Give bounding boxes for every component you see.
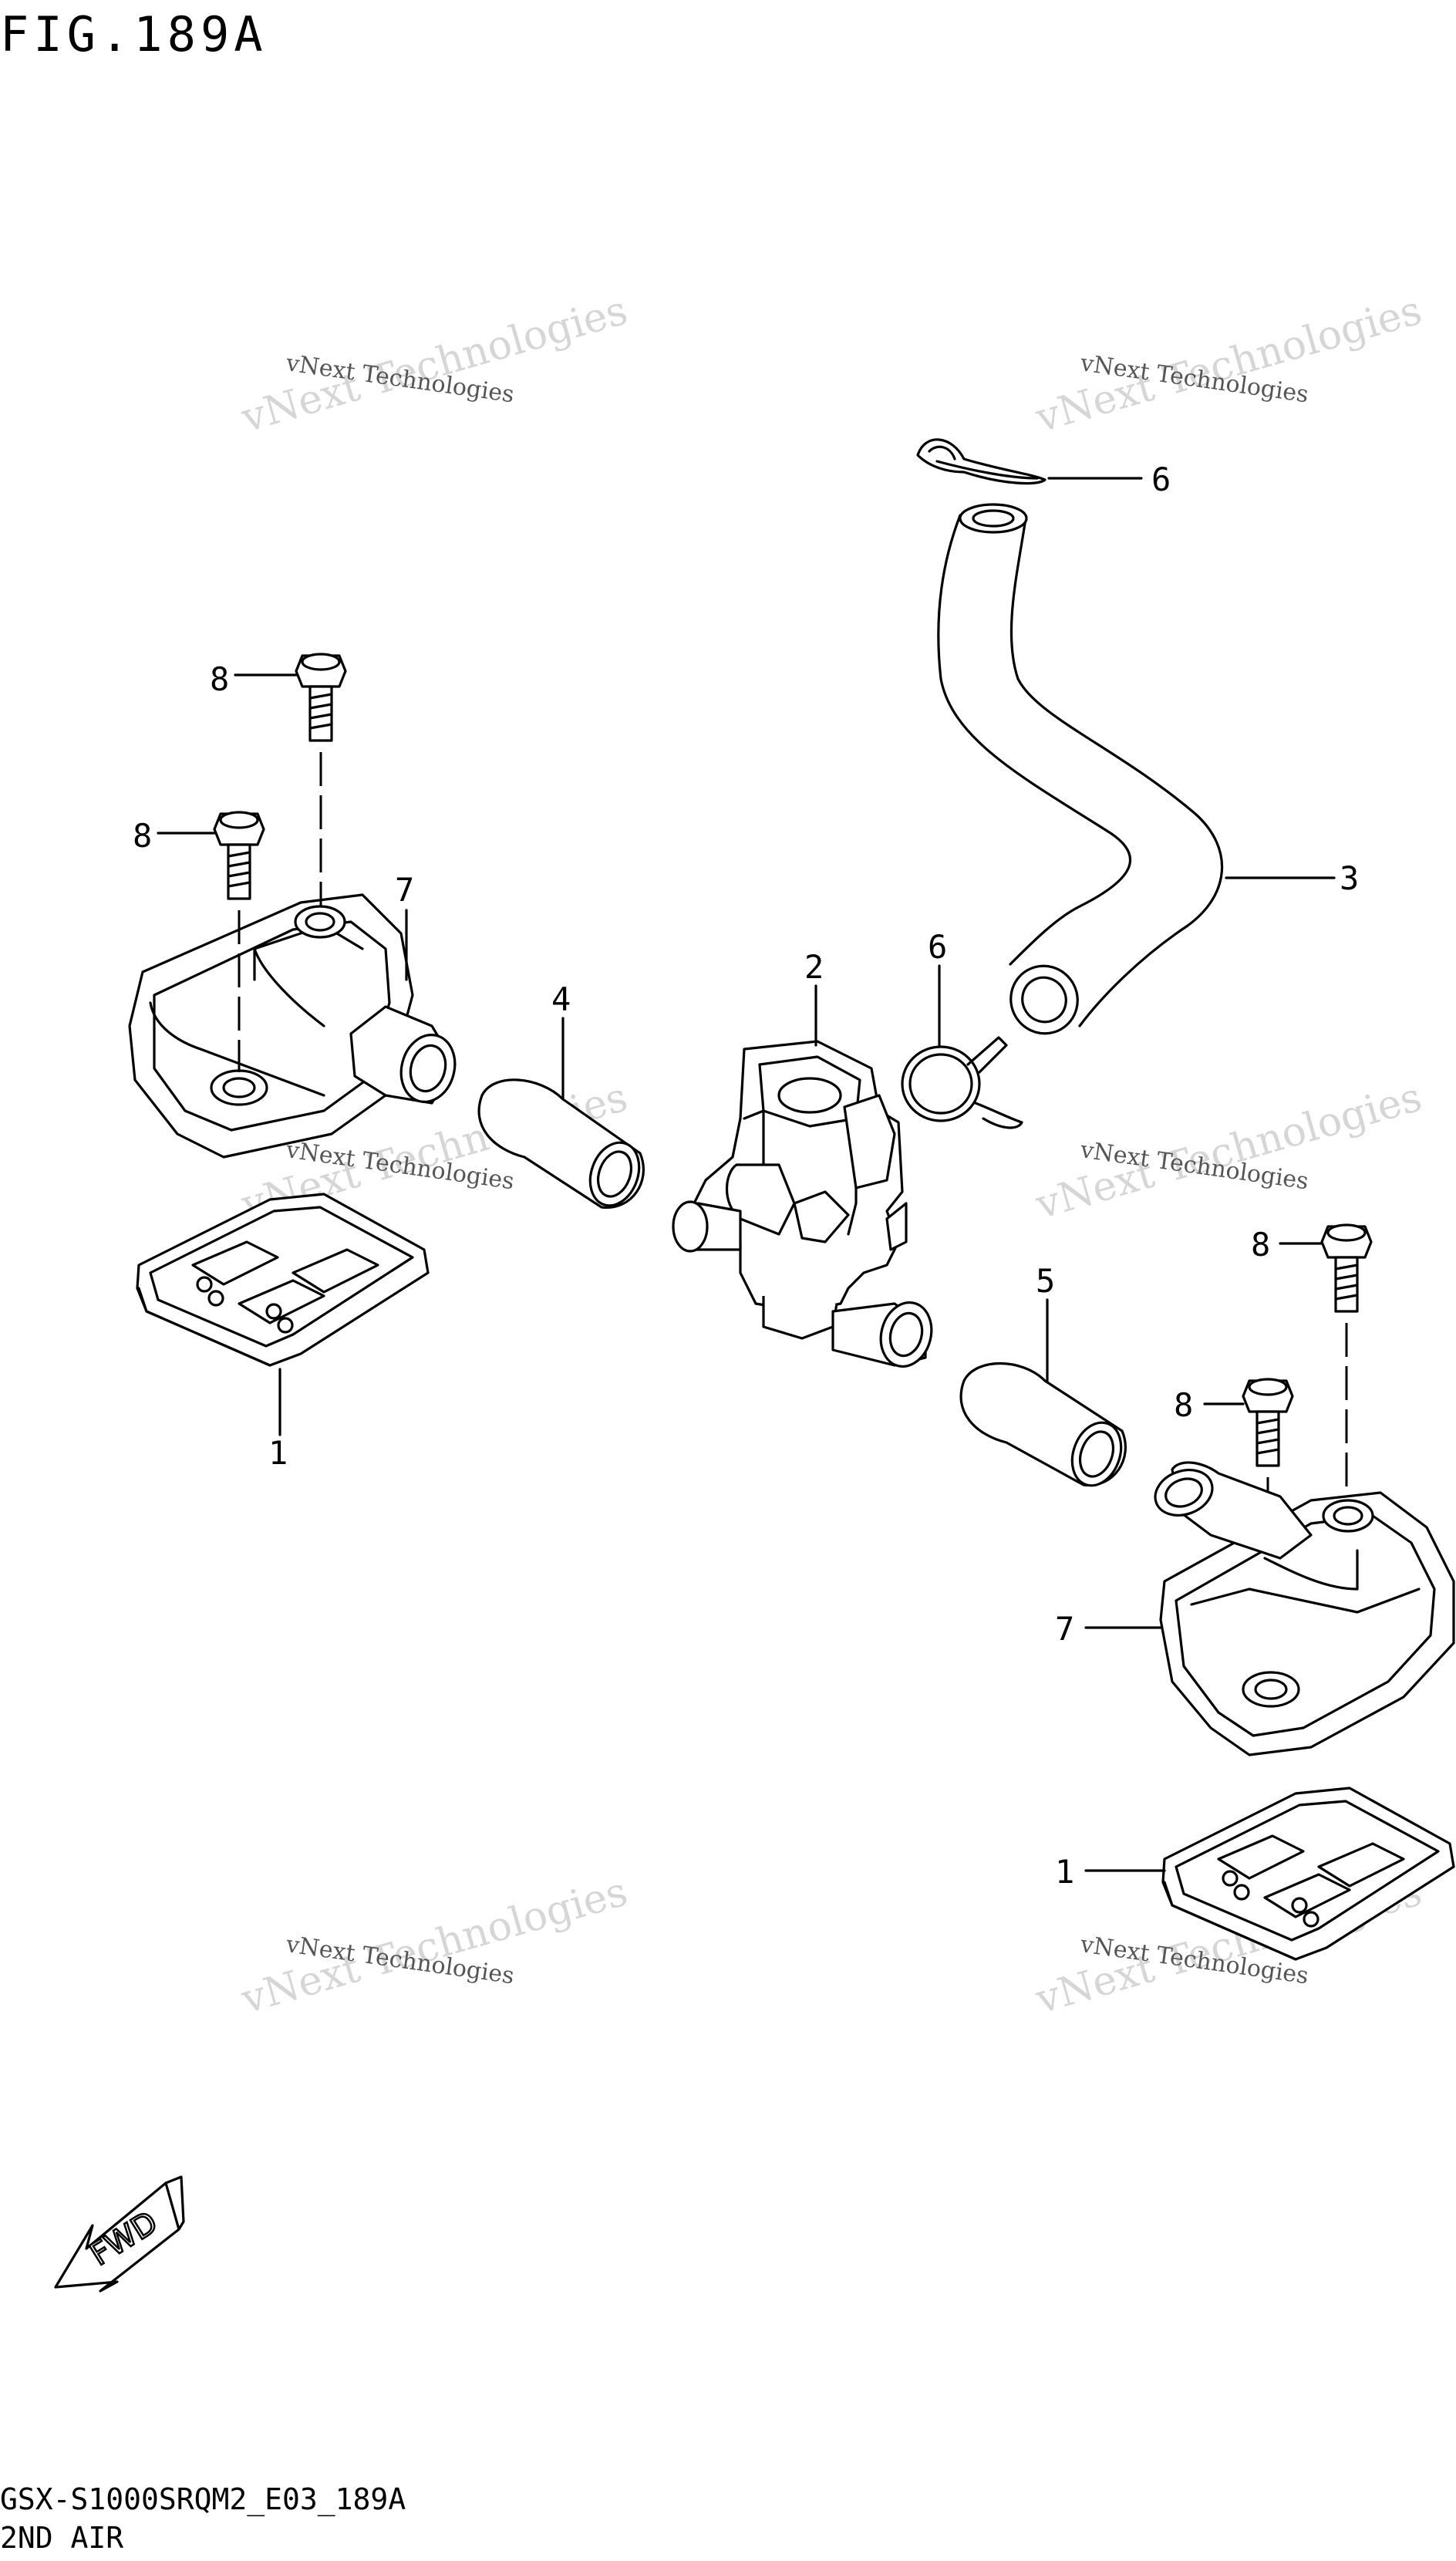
watermark-bottom-left: vNext Technologies vNext Technologies [236, 1868, 632, 2023]
bolt-right-lower[interactable] [1242, 1378, 1294, 1467]
callout-1-left-reed-valve: 1 [268, 1434, 288, 1472]
callout-8-left-lower-bolt: 8 [133, 817, 152, 855]
diagram-code: GSX-S1000SRQM2_E03_189A [0, 2482, 406, 2516]
callout-4-hose-piece: 4 [551, 980, 571, 1018]
pair-control-valve[interactable] [672, 1040, 939, 1372]
bolt-left-lower[interactable] [213, 811, 265, 900]
bolt-left-upper[interactable] [295, 653, 347, 742]
diagram-name: 2ND AIR [0, 2521, 124, 2555]
callout-1-right-reed-valve: 1 [1055, 1853, 1074, 1891]
watermark-top-left: vNext Technologies vNext Technologies [236, 287, 632, 441]
reed-valve-cover-left[interactable] [128, 893, 462, 1159]
callout-5-hose-piece: 5 [1036, 1262, 1055, 1300]
watermark-top-right: vNext Technologies vNext Technologies [1030, 287, 1427, 441]
hose-piece-5[interactable] [959, 1361, 1129, 1493]
callout-8-right-lower-bolt: 8 [1174, 1386, 1193, 1424]
reed-valve-right[interactable] [1161, 1787, 1455, 1961]
callout-2-valve: 2 [804, 948, 824, 986]
callout-6-middle-clamp: 6 [928, 928, 947, 966]
hose-clamp-top[interactable] [916, 438, 1046, 485]
callout-6-top-clamp: 6 [1151, 461, 1171, 498]
callout-3-hose: 3 [1340, 859, 1359, 897]
reed-valve-left[interactable] [136, 1193, 430, 1367]
air-hose[interactable] [937, 503, 1223, 1046]
callout-7-left-cover: 7 [395, 871, 414, 909]
watermark-mid-right: vNext Technologies vNext Technologies [1030, 1074, 1427, 1228]
callout-8-right-upper-bolt: 8 [1251, 1226, 1270, 1264]
figure-title: FIG.189A [0, 6, 268, 62]
callout-7-right-cover: 7 [1055, 1610, 1074, 1648]
callout-8-left-upper-bolt: 8 [210, 660, 229, 698]
reed-valve-cover-right[interactable] [1149, 1461, 1455, 1756]
hose-piece-4[interactable] [477, 1078, 647, 1213]
bolt-right-upper[interactable] [1320, 1223, 1373, 1313]
fwd-arrow-icon: FWD [54, 2175, 185, 2293]
hose-clamp-middle[interactable] [901, 1036, 1023, 1129]
leader-lines [157, 477, 1336, 1872]
